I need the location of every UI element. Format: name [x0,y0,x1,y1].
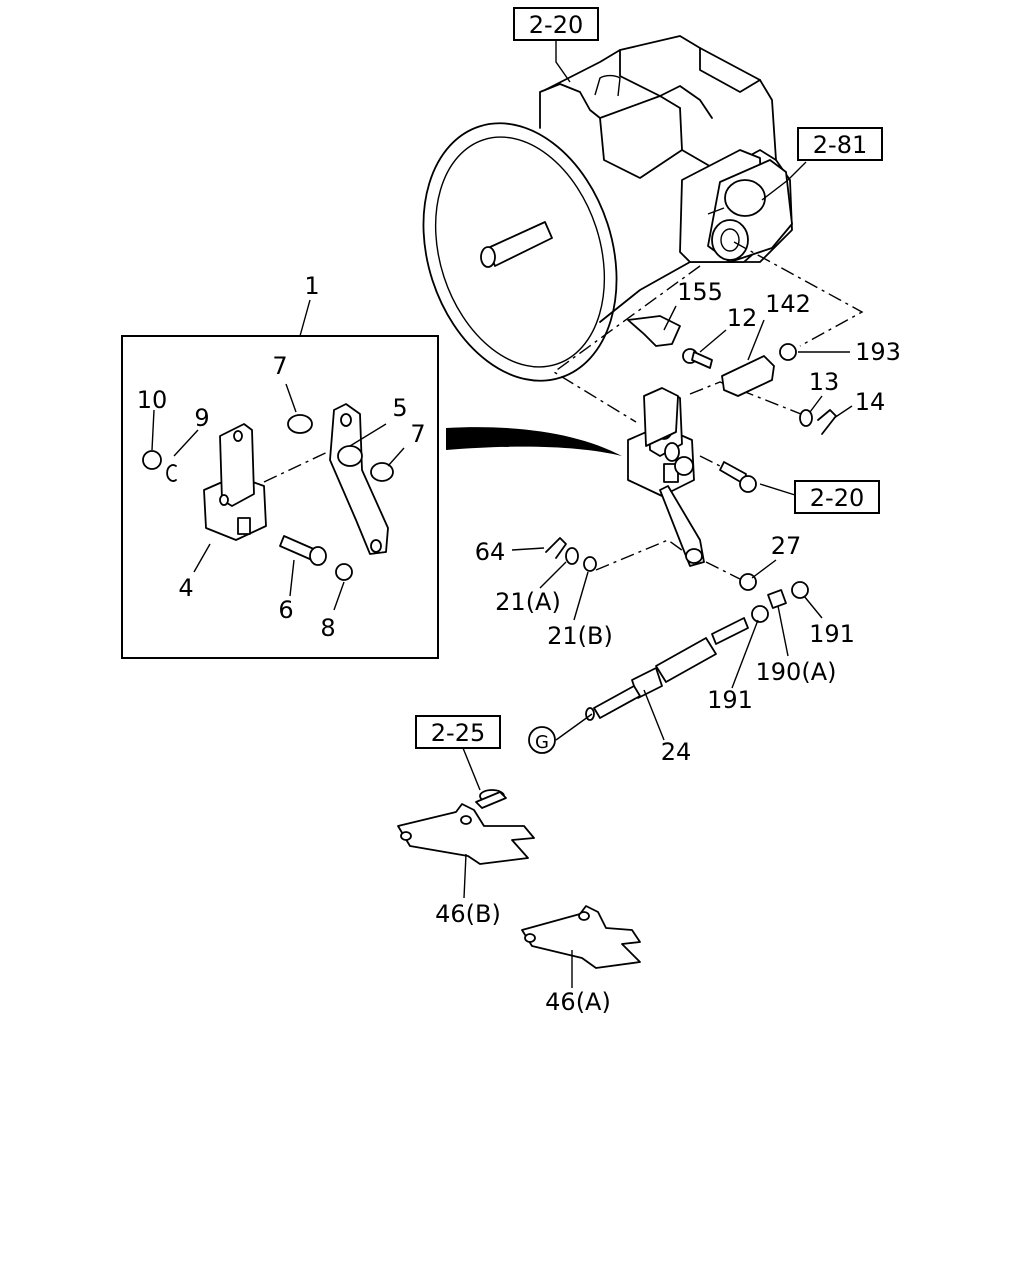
ref-box-lower[interactable]: 2-25 [415,715,501,749]
detail-bush-center [337,445,363,467]
detail-clip-9 [166,464,177,482]
part-190a [767,589,787,609]
callout-21b: 21(B) [547,622,613,650]
part-13 [799,409,813,427]
callout-191-right: 191 [809,620,855,648]
detail-box [121,335,439,659]
ref-label-lower: 2-25 [431,719,485,747]
part-142 [721,355,775,397]
part-191-right [791,581,809,599]
detail-bush-upper [287,414,313,434]
ref-label-right-upper: 2-81 [813,131,867,159]
part-14 [817,409,837,435]
callout-6: 6 [278,596,293,624]
callout-14: 14 [855,388,886,416]
callout-21a: 21(A) [495,588,561,616]
bracket-46a [521,905,641,969]
control-cable [585,617,749,721]
lever-bracket [627,387,705,567]
callout-13: 13 [809,368,840,396]
part-193 [779,343,797,361]
callout-4: 4 [178,574,193,602]
connector-g-label: G [535,732,549,753]
callout-7-right: 7 [410,420,425,448]
part-64 [545,537,567,559]
ref-box-top[interactable]: 2-20 [513,7,599,41]
callout-1: 1 [304,272,319,300]
callout-27: 27 [771,532,802,560]
detail-lever [329,403,389,555]
callout-9: 9 [194,404,209,432]
part-155 [627,315,681,347]
callout-10: 10 [137,386,168,414]
detail-bush-right [370,462,394,482]
connector-g[interactable]: G [528,726,556,754]
callout-191-left: 191 [707,686,753,714]
callout-8: 8 [320,614,335,642]
bracket-nut [674,456,694,476]
detail-arrow [446,427,622,456]
callout-190a: 190(A) [756,658,837,686]
ref-label-top: 2-20 [529,11,583,39]
part-12 [682,348,713,369]
detail-nut-10 [142,450,162,470]
ref-box-right-mid[interactable]: 2-20 [794,480,880,514]
callout-24: 24 [661,738,692,766]
callout-46b: 46(B) [435,900,501,928]
callout-155: 155 [677,278,723,306]
detail-pin-6 [279,535,327,566]
callout-12: 12 [727,304,758,332]
bolt-2-20 [719,461,757,493]
detail-fitting-8 [335,563,353,581]
callout-64: 64 [475,538,506,566]
callout-193: 193 [855,338,901,366]
callout-7-upper: 7 [272,352,287,380]
transmission [422,35,793,382]
ref-box-right-upper[interactable]: 2-81 [797,127,883,161]
ref-label-right-mid: 2-20 [810,484,864,512]
part-191-left [751,605,769,623]
part-21a [565,547,579,565]
part-21b [583,556,597,572]
callout-5: 5 [392,394,407,422]
detail-bracket [203,423,267,541]
bracket-46b [397,789,535,865]
callout-142: 142 [765,290,811,318]
callout-46a: 46(A) [545,988,611,1016]
